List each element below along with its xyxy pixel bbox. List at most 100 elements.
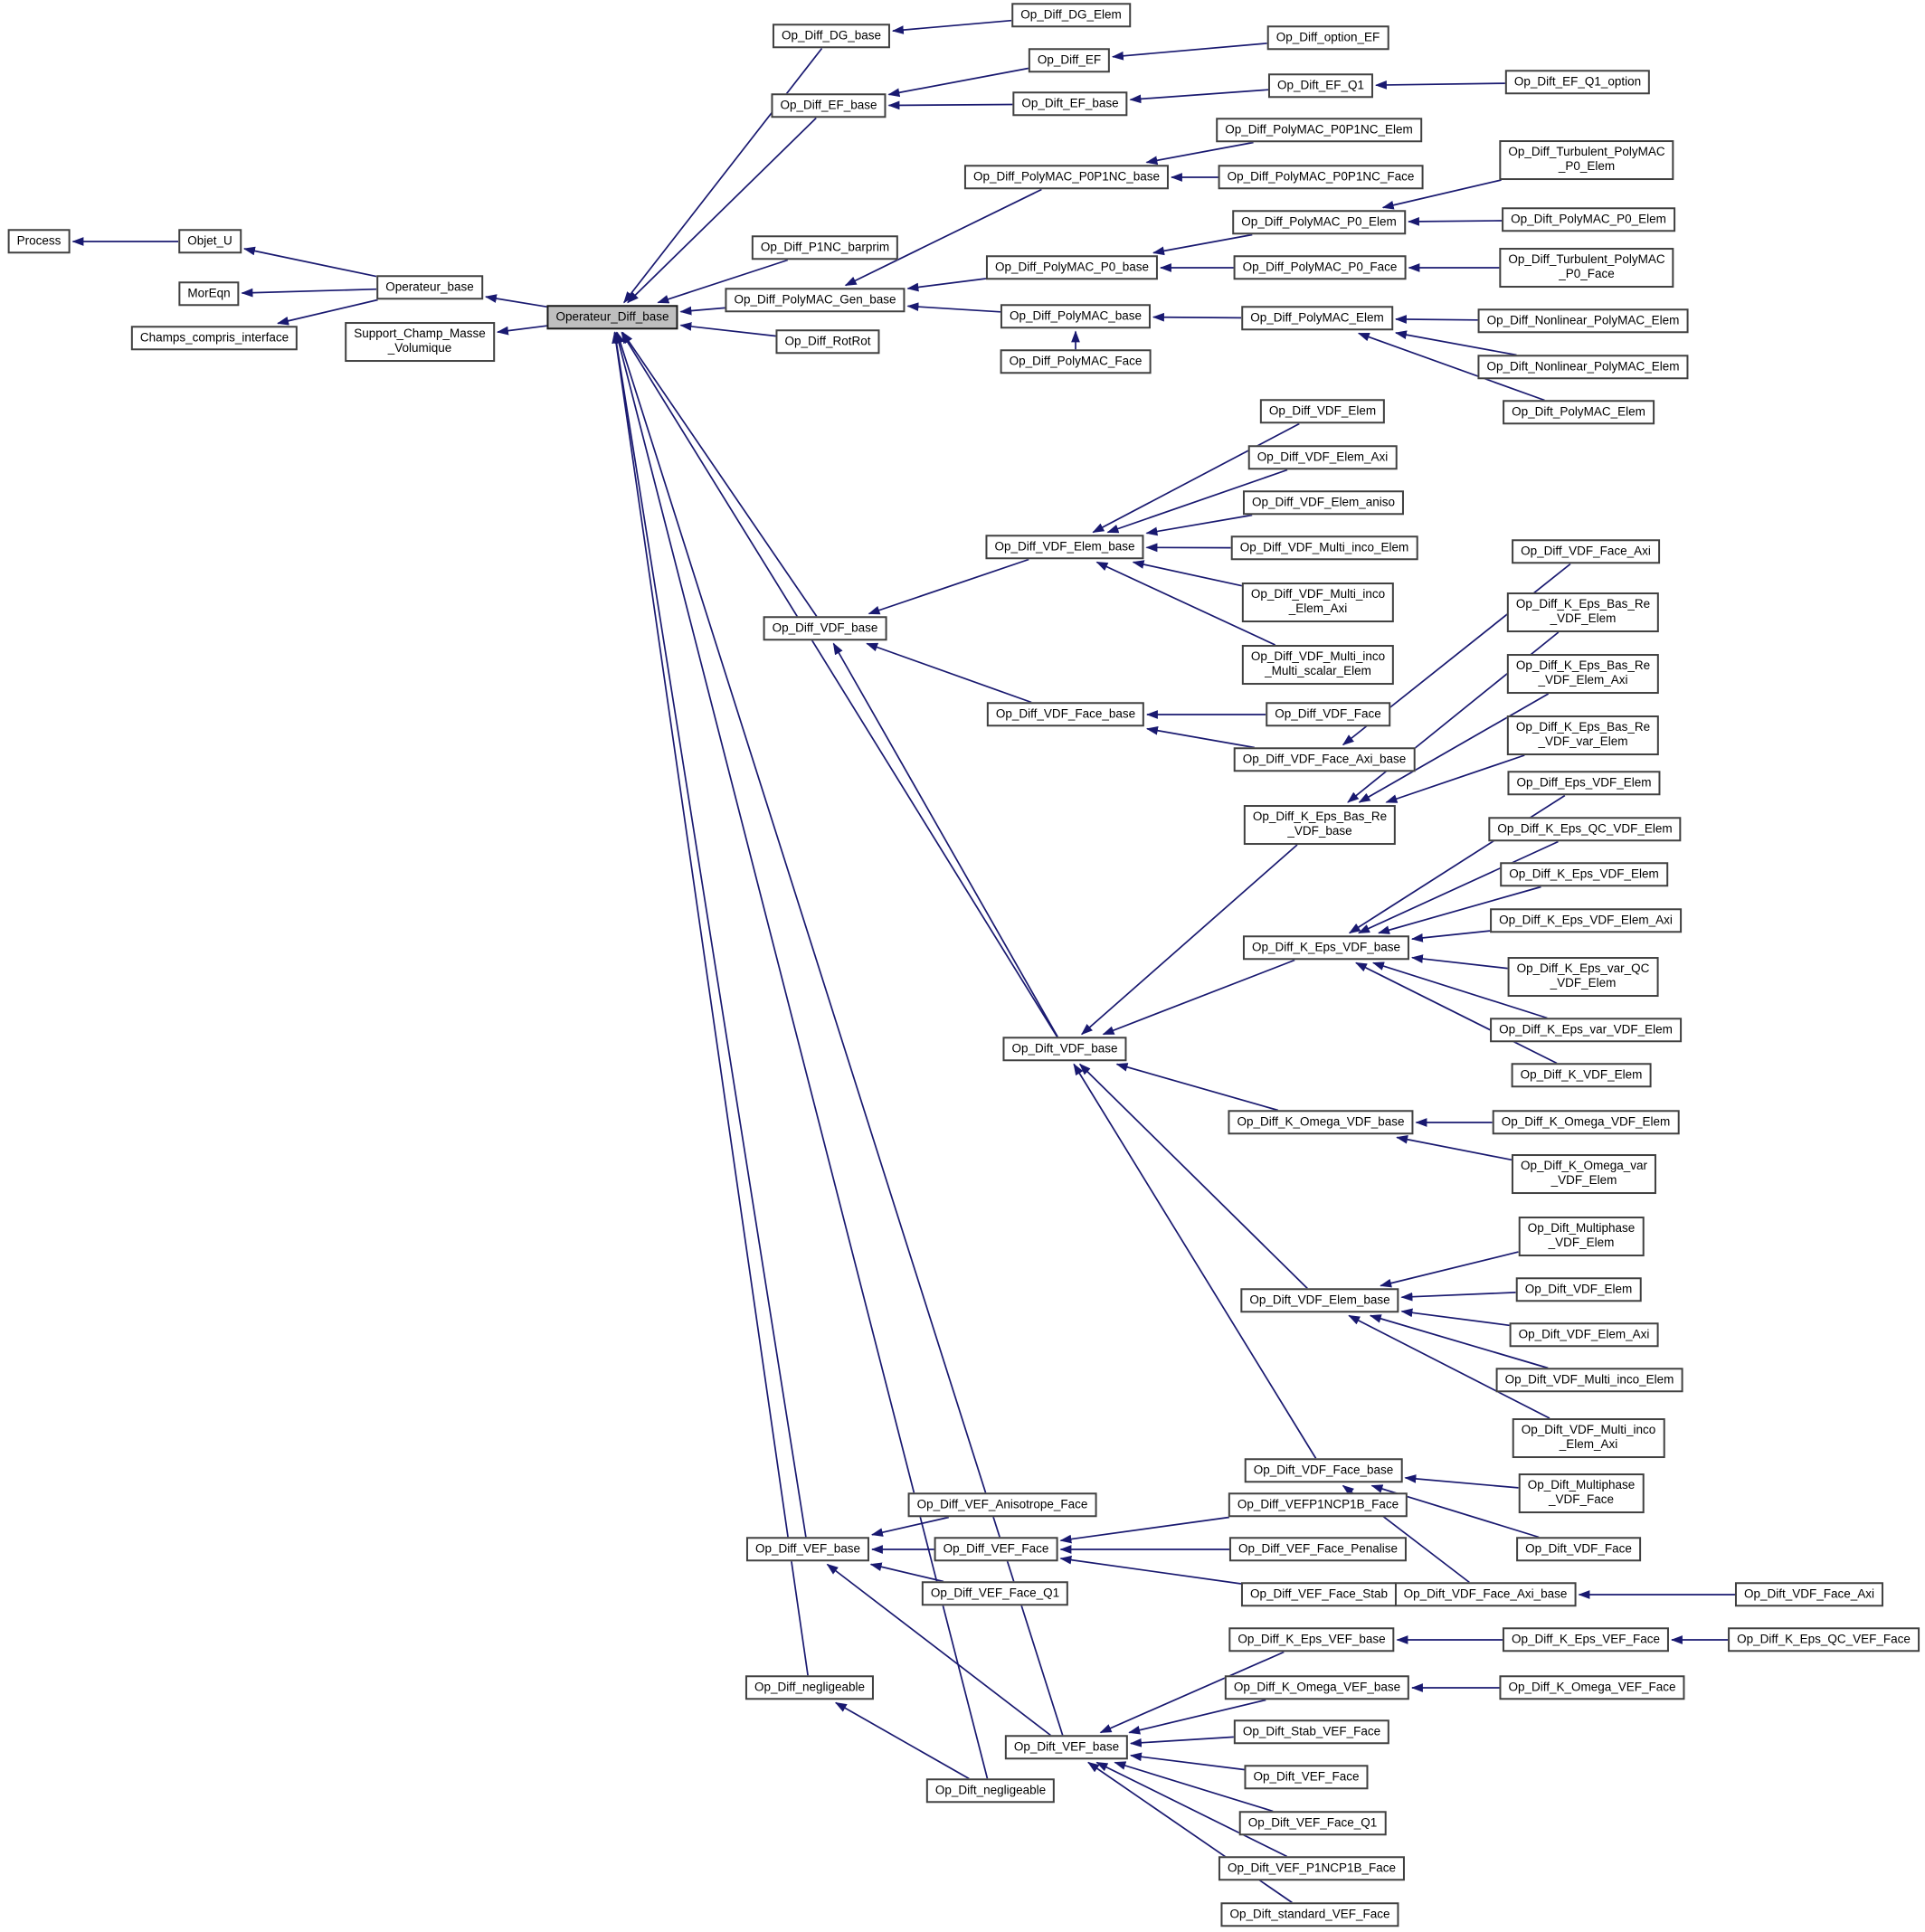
class-node-vdf-elem-base[interactable]: Op_Diff_VDF_Elem_base	[985, 535, 1144, 560]
inheritance-edge-vef_face_stab-to-vef_face	[1059, 1555, 1242, 1585]
class-node-keps-var-qc[interactable]: Op_Diff_K_Eps_var_QC _VDF_Elem	[1507, 957, 1659, 997]
class-node-keps-basre-var-elem[interactable]: Op_Diff_K_Eps_Bas_Re _VDF_var_Elem	[1506, 715, 1660, 755]
class-node-pm-elem[interactable]: Op_Diff_PolyMAC_Elem	[1241, 306, 1393, 331]
class-node-eps-vdf-elem[interactable]: Op_Diff_Eps_VDF_Elem	[1507, 771, 1661, 796]
class-node-ef-base[interactable]: Op_Diff_EF_base	[771, 93, 887, 118]
class-node-dift-vdf-mi-elem[interactable]: Op_Dift_VDF_Multi_inco_Elem	[1495, 1368, 1683, 1393]
class-node-komega-var[interactable]: Op_Diff_K_Omega_var _VDF_Elem	[1511, 1154, 1657, 1194]
class-node-vdf-base[interactable]: Op_Diff_VDF_base	[763, 616, 887, 641]
class-node-turb-pm-p0-face[interactable]: Op_Diff_Turbulent_PolyMAC _P0_Face	[1499, 248, 1674, 288]
class-node-komega-vdf-base[interactable]: Op_Diff_K_Omega_VDF_base	[1228, 1110, 1414, 1135]
class-node-pm-gen-base[interactable]: Op_Diff_PolyMAC_Gen_base	[725, 288, 906, 313]
class-node-hub: Operateur_Diff_base	[546, 305, 678, 330]
class-node-vdf-elem[interactable]: Op_Diff_VDF_Elem	[1259, 399, 1386, 424]
class-node-moreqn[interactable]: MorEqn	[178, 281, 240, 307]
class-node-dift-ef-base[interactable]: Op_Dift_EF_base	[1012, 91, 1128, 117]
class-node-support[interactable]: Support_Champ_Masse _Volumique	[345, 322, 495, 362]
class-node-vdf-face[interactable]: Op_Diff_VDF_Face	[1266, 702, 1390, 727]
class-node-dift-vef-face[interactable]: Op_Dift_VEF_Face	[1244, 1765, 1369, 1790]
class-node-pm-p0p1nc-base[interactable]: Op_Diff_PolyMAC_P0P1NC_base	[963, 165, 1170, 190]
class-node-vef-face-q1[interactable]: Op_Diff_VEF_Face_Q1	[921, 1581, 1069, 1606]
class-node-dift-multiphase-vdf-elem[interactable]: Op_Dift_Multiphase _VDF_Elem	[1518, 1217, 1645, 1256]
class-node-dift-ef-q1-option[interactable]: Op_Dift_EF_Q1_option	[1504, 70, 1651, 95]
inheritance-edge-keps_vdf_elem_axi-to-keps_vdf_base	[1410, 930, 1491, 942]
class-node-dift-stab-vef-face[interactable]: Op_Dift_Stab_VEF_Face	[1233, 1719, 1390, 1745]
class-node-dift-pm-p0-elem[interactable]: Op_Dift_PolyMAC_P0_Elem	[1502, 207, 1675, 232]
class-node-pm-p0-base[interactable]: Op_Diff_PolyMAC_P0_base	[985, 255, 1159, 280]
inheritance-edge-dift_ef_q1-to-dift_ef_base	[1129, 89, 1269, 104]
class-node-dift-vdf-base[interactable]: Op_Dift_VDF_base	[1002, 1037, 1127, 1062]
class-node-dift-vdf-elem-base[interactable]: Op_Dift_VDF_Elem_base	[1240, 1288, 1399, 1313]
inheritance-edge-komega_vdf_base-to-dift_vdf_base	[1115, 1063, 1279, 1112]
class-node-komega-vef-face[interactable]: Op_Diff_K_Omega_VEF_Face	[1499, 1675, 1685, 1700]
inheritance-edge-vdf_elem_aniso-to-vdf_elem_base	[1145, 514, 1253, 536]
class-node-objet-u[interactable]: Objet_U	[178, 229, 242, 254]
class-node-dift-negligeable[interactable]: Op_Dift_negligeable	[925, 1778, 1056, 1804]
class-node-keps-vdf-elem[interactable]: Op_Diff_K_Eps_VDF_Elem	[1500, 862, 1668, 887]
class-node-keps-basre-elem-axi[interactable]: Op_Diff_K_Eps_Bas_Re _VDF_Elem_Axi	[1506, 654, 1660, 694]
class-node-pm-p0p1nc-face[interactable]: Op_Diff_PolyMAC_P0P1NC_Face	[1218, 165, 1424, 190]
class-node-operateur-base[interactable]: Operateur_base	[376, 275, 483, 300]
class-node-dift-vef-p1ncp1b[interactable]: Op_Dift_VEF_P1NCP1B_Face	[1218, 1856, 1406, 1881]
class-node-p1nc-barprim[interactable]: Op_Diff_P1NC_barprim	[751, 235, 899, 260]
class-node-dift-vdf-face-axi[interactable]: Op_Dift_VDF_Face_Axi	[1734, 1582, 1884, 1607]
class-node-dift-vef-face-q1[interactable]: Op_Dift_VEF_Face_Q1	[1238, 1811, 1387, 1836]
class-node-vef-face-penalise[interactable]: Op_Diff_VEF_Face_Penalise	[1228, 1537, 1408, 1562]
class-node-keps-vdf-elem-axi[interactable]: Op_Diff_K_Eps_VDF_Elem_Axi	[1490, 908, 1682, 933]
class-node-nonlin-pm-elem[interactable]: Op_Diff_Nonlinear_PolyMAC_Elem	[1477, 308, 1689, 334]
class-node-pm-base[interactable]: Op_Diff_PolyMAC_base	[1000, 304, 1152, 329]
class-node-keps-var-vdf-elem[interactable]: Op_Diff_K_Eps_var_VDF_Elem	[1490, 1018, 1682, 1043]
class-node-keps-vef-base[interactable]: Op_Diff_K_Eps_VEF_base	[1228, 1627, 1395, 1653]
class-node-dift-pm-elem[interactable]: Op_Dift_PolyMAC_Elem	[1503, 400, 1655, 425]
class-node-vdf-face-axi[interactable]: Op_Diff_VDF_Face_Axi	[1512, 539, 1660, 564]
class-node-vef-face-stab[interactable]: Op_Diff_VEF_Face_Stab	[1240, 1582, 1398, 1607]
class-node-vdf-face-base[interactable]: Op_Diff_VDF_Face_base	[986, 702, 1145, 727]
class-node-keps-qc-vdf-elem[interactable]: Op_Diff_K_Eps_QC_VDF_Elem	[1488, 817, 1682, 842]
class-node-vdf-multi-inco-ms[interactable]: Op_Diff_VDF_Multi_inco _Multi_scalar_Ele…	[1241, 645, 1395, 685]
class-node-pm-p0-face[interactable]: Op_Diff_PolyMAC_P0_Face	[1233, 255, 1407, 280]
class-node-keps-basre-base[interactable]: Op_Diff_K_Eps_Bas_Re _VDF_base	[1243, 805, 1397, 845]
class-node-vef-base[interactable]: Op_Diff_VEF_base	[745, 1537, 870, 1562]
class-node-vefp1ncp1b[interactable]: Op_Diff_VEFP1NCP1B_Face	[1228, 1492, 1408, 1518]
class-node-dift-vdf-elem-axi[interactable]: Op_Dift_VDF_Elem_Axi	[1509, 1322, 1659, 1348]
class-node-dift-vef-base[interactable]: Op_Dift_VEF_base	[1004, 1735, 1129, 1760]
class-node-keps-vef-face[interactable]: Op_Diff_K_Eps_VEF_Face	[1502, 1627, 1670, 1653]
class-node-vef-face[interactable]: Op_Diff_VEF_Face	[934, 1537, 1058, 1562]
inheritance-edge-vdf_multi_inco_ms-to-vdf_elem_base	[1095, 561, 1275, 646]
class-node-turb-pm-p0-elem[interactable]: Op_Diff_Turbulent_PolyMAC _P0_Elem	[1499, 140, 1674, 180]
class-node-dift-vdf-face[interactable]: Op_Dift_VDF_Face	[1516, 1537, 1641, 1562]
inheritance-edge-dift_pm_elem-to-pm_elem	[1357, 332, 1545, 402]
class-node-vdf-face-axi-base[interactable]: Op_Diff_VDF_Face_Axi_base	[1233, 747, 1416, 772]
class-node-vdf-elem-axi[interactable]: Op_Diff_VDF_Elem_Axi	[1247, 445, 1398, 470]
class-node-pm-face[interactable]: Op_Diff_PolyMAC_Face	[1000, 349, 1152, 374]
class-node-process[interactable]: Process	[7, 229, 71, 254]
class-node-champs[interactable]: Champs_compris_interface	[130, 326, 299, 351]
class-node-dift-ef-q1[interactable]: Op_Dift_EF_Q1	[1267, 73, 1374, 99]
class-node-rotrot[interactable]: Op_Diff_RotRot	[775, 329, 880, 355]
class-node-komega-vef-base[interactable]: Op_Diff_K_Omega_VEF_base	[1224, 1675, 1410, 1700]
class-node-pm-p0-elem[interactable]: Op_Diff_PolyMAC_P0_Elem	[1232, 210, 1406, 235]
class-node-keps-vdf-base[interactable]: Op_Diff_K_Eps_VDF_base	[1242, 935, 1410, 961]
class-node-dift-vdf-elem[interactable]: Op_Dift_VDF_Elem	[1515, 1277, 1642, 1302]
class-node-vef-anisotrope[interactable]: Op_Diff_VEF_Anisotrope_Face	[907, 1492, 1097, 1518]
class-node-dift-multiphase-vdf-face[interactable]: Op_Dift_Multiphase _VDF_Face	[1518, 1473, 1645, 1513]
inheritance-edge-vdf_elem_axi-to-vdf_elem_base	[1106, 469, 1288, 534]
class-node-vdf-elem-aniso[interactable]: Op_Diff_VDF_Elem_aniso	[1242, 490, 1405, 516]
class-node-keps-qc-vef-face[interactable]: Op_Diff_K_Eps_QC_VEF_Face	[1728, 1627, 1920, 1653]
class-node-dift-vdf-mi-elem-axi[interactable]: Op_Dift_VDF_Multi_inco _Elem_Axi	[1512, 1418, 1665, 1458]
class-node-vdf-multi-inco-elem[interactable]: Op_Diff_VDF_Multi_inco_Elem	[1230, 535, 1418, 561]
class-node-komega-vdf-elem[interactable]: Op_Diff_K_Omega_VDF_Elem	[1492, 1110, 1680, 1135]
class-node-dift-vdf-face-base[interactable]: Op_Dift_VDF_Face_base	[1244, 1458, 1403, 1483]
class-node-dg-elem[interactable]: Op_Diff_DG_Elem	[1011, 3, 1131, 28]
class-node-dift-nonlin-pm-elem[interactable]: Op_Dift_Nonlinear_PolyMAC_Elem	[1477, 355, 1689, 380]
class-node-keps-basre-elem[interactable]: Op_Diff_K_Eps_Bas_Re _VDF_Elem	[1506, 592, 1660, 632]
class-node-negligeable[interactable]: Op_Diff_negligeable	[744, 1675, 875, 1700]
class-node-ef[interactable]: Op_Diff_EF	[1028, 48, 1111, 73]
class-node-dg-base[interactable]: Op_Diff_DG_base	[772, 24, 891, 49]
class-node-vdf-multi-inco-elem-axi[interactable]: Op_Diff_VDF_Multi_inco _Elem_Axi	[1241, 582, 1395, 622]
class-node-dift-vdf-face-axi-base[interactable]: Op_Dift_VDF_Face_Axi_base	[1394, 1582, 1577, 1607]
class-node-pm-p0p1nc-elem[interactable]: Op_Diff_PolyMAC_P0P1NC_Elem	[1216, 118, 1422, 143]
class-node-option-ef[interactable]: Op_Diff_option_EF	[1266, 25, 1389, 51]
class-node-k-vdf-elem[interactable]: Op_Diff_K_VDF_Elem	[1511, 1063, 1652, 1088]
class-node-dift-standard-vef-face[interactable]: Op_Dift_standard_VEF_Face	[1220, 1902, 1399, 1927]
